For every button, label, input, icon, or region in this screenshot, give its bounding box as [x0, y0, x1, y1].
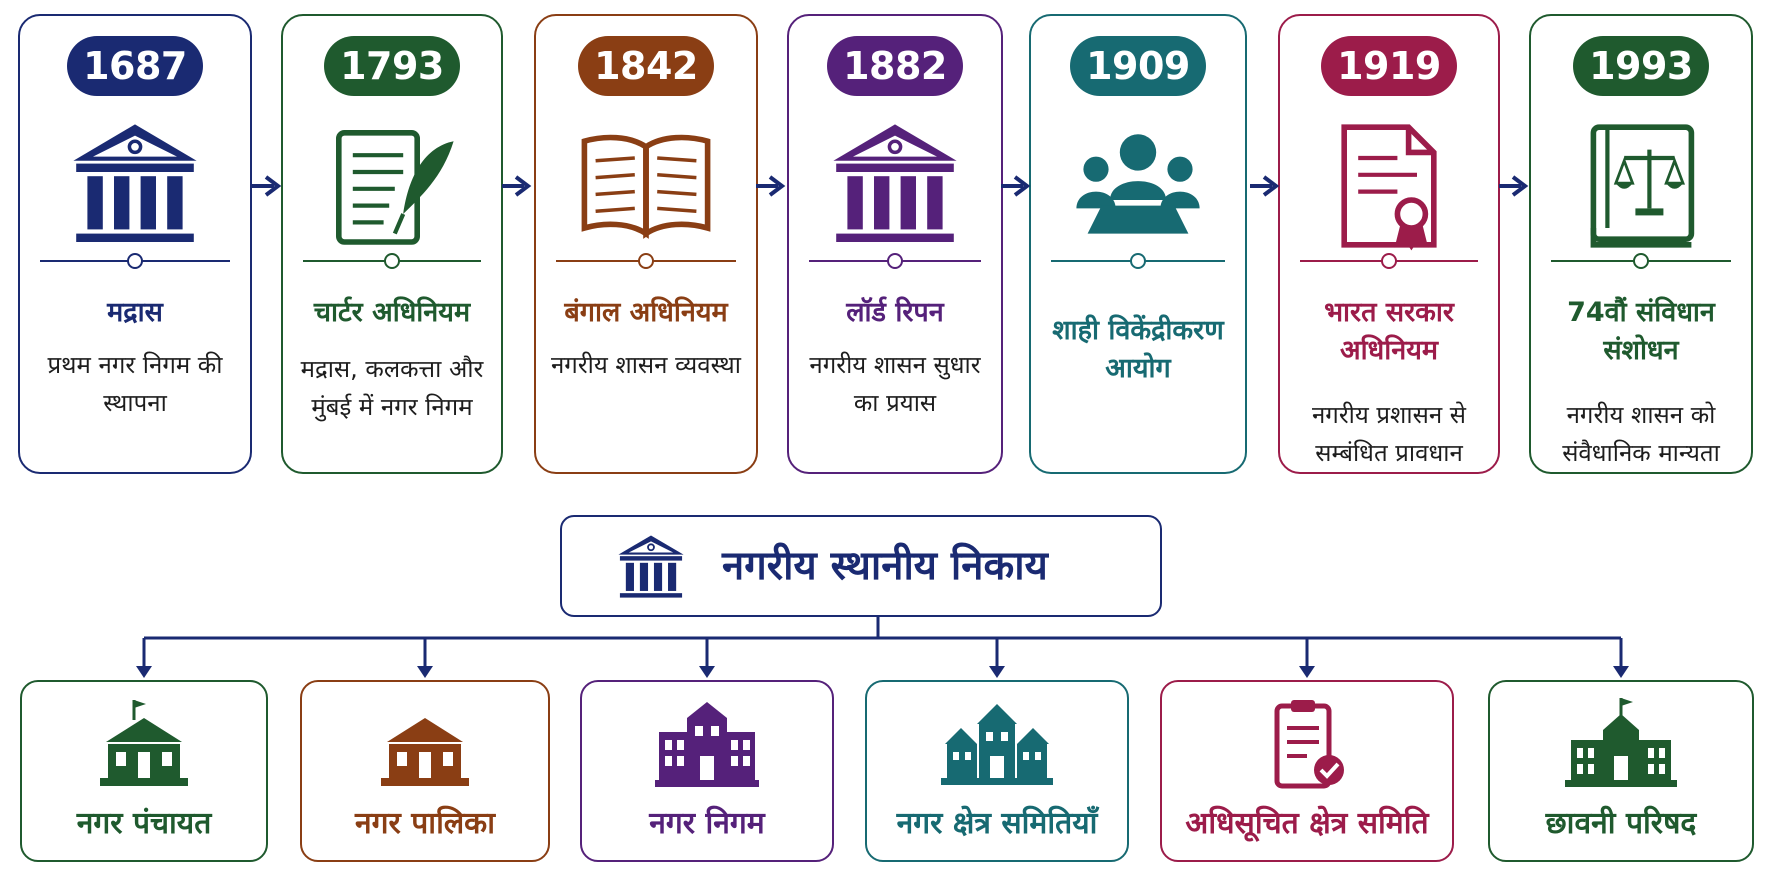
- event-description: प्रथम नगर निगम की स्थापना: [47, 351, 223, 417]
- timeline-card-1909: 1909 शाही विकेंद्रीकरण आयोग: [1029, 14, 1247, 474]
- divider-dot: [887, 253, 903, 269]
- event-title: लॉर्ड रिपन: [846, 297, 944, 328]
- timeline-arrow-icon: [1248, 172, 1282, 200]
- local-body-label: नगर पालिका: [355, 806, 495, 841]
- cantonment-building-icon: [1561, 694, 1681, 794]
- divider-dot: [127, 253, 143, 269]
- timeline-card-1919: 1919 भारत सरकार अधिनियम नगरीय प्रशासन से स…: [1278, 14, 1500, 474]
- event-description: नगरीय शासन सुधार का प्रयास: [809, 351, 981, 417]
- government-building-icon: [825, 116, 965, 256]
- local-body-card: अधिसूचित क्षेत्र समिति: [1160, 680, 1454, 862]
- small-town-hall-icon: [84, 694, 204, 794]
- event-title: बंगाल अधिनियम: [564, 297, 728, 328]
- year-badge: 1793: [324, 36, 460, 96]
- committee-meeting-icon: [1068, 116, 1208, 256]
- clipboard-check-icon: [1247, 694, 1367, 794]
- year-badge: 1687: [67, 36, 203, 96]
- event-description: मद्रास, कलकत्ता और मुंबई में नगर निगम: [300, 355, 484, 421]
- local-body-card: नगर क्षेत्र समितियाँ: [865, 680, 1129, 862]
- year-badge: 1919: [1321, 36, 1457, 96]
- local-body-label: नगर निगम: [649, 806, 765, 841]
- divider-dot: [1633, 253, 1649, 269]
- year-badge: 1993: [1573, 36, 1709, 96]
- timeline-arrow-icon: [999, 172, 1033, 200]
- building-cluster-icon: [937, 694, 1057, 794]
- event-title: भारत सरकार अधिनियम: [1324, 297, 1454, 366]
- year-badge: 1882: [827, 36, 963, 96]
- local-body-card: नगर पंचायत: [20, 680, 268, 862]
- local-body-card: नगर निगम: [580, 680, 834, 862]
- hierarchy-connectors: [0, 610, 1774, 690]
- municipal-building-icon: [365, 694, 485, 794]
- timeline-card-1793: 1793 चार्टर अधिनियम मद्रास, कलकत्ता और मुं…: [281, 14, 503, 474]
- year-badge: 1909: [1070, 36, 1206, 96]
- law-book-scales-icon: [1571, 116, 1711, 256]
- heading-title: नगरीय स्थानीय निकाय: [722, 543, 1048, 589]
- timeline-card-1842: 1842 बंगाल अधिनियम नगरीय शासन व्यवस्था: [534, 14, 758, 474]
- timeline-card-1993: 1993 74वौं संविधान संशोधन नगरीय शासन को सं…: [1529, 14, 1753, 474]
- local-body-label: नगर पंचायत: [76, 806, 212, 841]
- timeline-arrow-icon: [250, 172, 284, 200]
- event-title: चार्टर अधिनियम: [313, 297, 471, 328]
- urban-local-bodies-heading: नगरीय स्थानीय निकाय: [560, 515, 1162, 617]
- divider-dot: [638, 253, 654, 269]
- local-body-label: छावनी परिषद: [1545, 806, 1697, 841]
- event-description: नगरीय शासन व्यवस्था: [550, 351, 741, 379]
- corporation-building-icon: [647, 694, 767, 794]
- timeline-arrow-icon: [500, 172, 534, 200]
- scroll-quill-icon: [322, 116, 462, 256]
- timeline-arrow-icon: [754, 172, 788, 200]
- event-title: 74वौं संविधान संशोधन: [1567, 297, 1715, 366]
- government-building-icon: [596, 531, 706, 605]
- event-title: मद्रास: [107, 297, 163, 328]
- local-body-label: अधिसूचित क्षेत्र समिति: [1185, 806, 1429, 841]
- event-title: शाही विकेंद्रीकरण आयोग: [1052, 315, 1224, 384]
- government-building-icon: [65, 116, 205, 256]
- event-description: नगरीय प्रशासन से सम्बंधित प्रावधान: [1311, 401, 1466, 467]
- divider-dot: [384, 253, 400, 269]
- divider-dot: [1381, 253, 1397, 269]
- certificate-document-icon: [1319, 116, 1459, 256]
- local-body-card: नगर पालिका: [300, 680, 550, 862]
- year-badge: 1842: [578, 36, 714, 96]
- timeline-card-1882: 1882 लॉर्ड रिपन नगरीय शासन सुधार का प्रयास: [787, 14, 1003, 474]
- open-book-icon: [576, 116, 716, 256]
- timeline-card-1687: 1687 मद्रास प्रथम नगर निगम की स्थापना: [18, 14, 252, 474]
- timeline-arrow-icon: [1497, 172, 1531, 200]
- divider-dot: [1130, 253, 1146, 269]
- local-body-label: नगर क्षेत्र समितियाँ: [896, 806, 1098, 841]
- local-body-card: छावनी परिषद: [1488, 680, 1754, 862]
- event-description: नगरीय शासन को संवैधानिक मान्यता: [1562, 401, 1720, 467]
